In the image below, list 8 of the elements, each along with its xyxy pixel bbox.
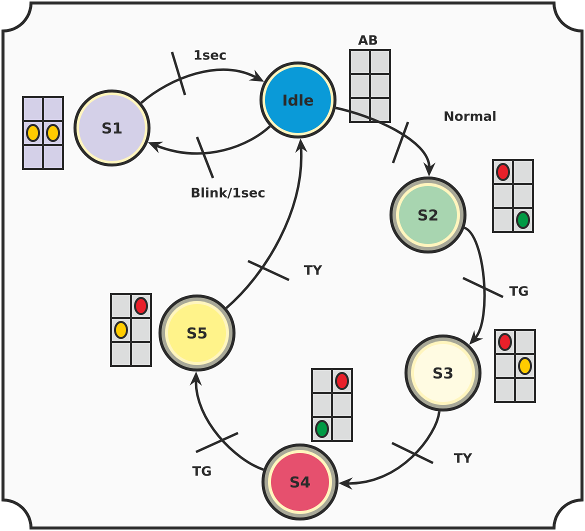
edge-label: TG (192, 466, 211, 476)
edge-label: TY (304, 265, 322, 275)
edge-label: Blink/1sec (192, 187, 265, 199)
edge-label: Normal (444, 110, 496, 122)
edge-label: TG (509, 286, 528, 296)
edge-label: 1sec (194, 50, 226, 60)
edge-label: TY (454, 453, 472, 463)
grid-label: AB (358, 35, 378, 45)
